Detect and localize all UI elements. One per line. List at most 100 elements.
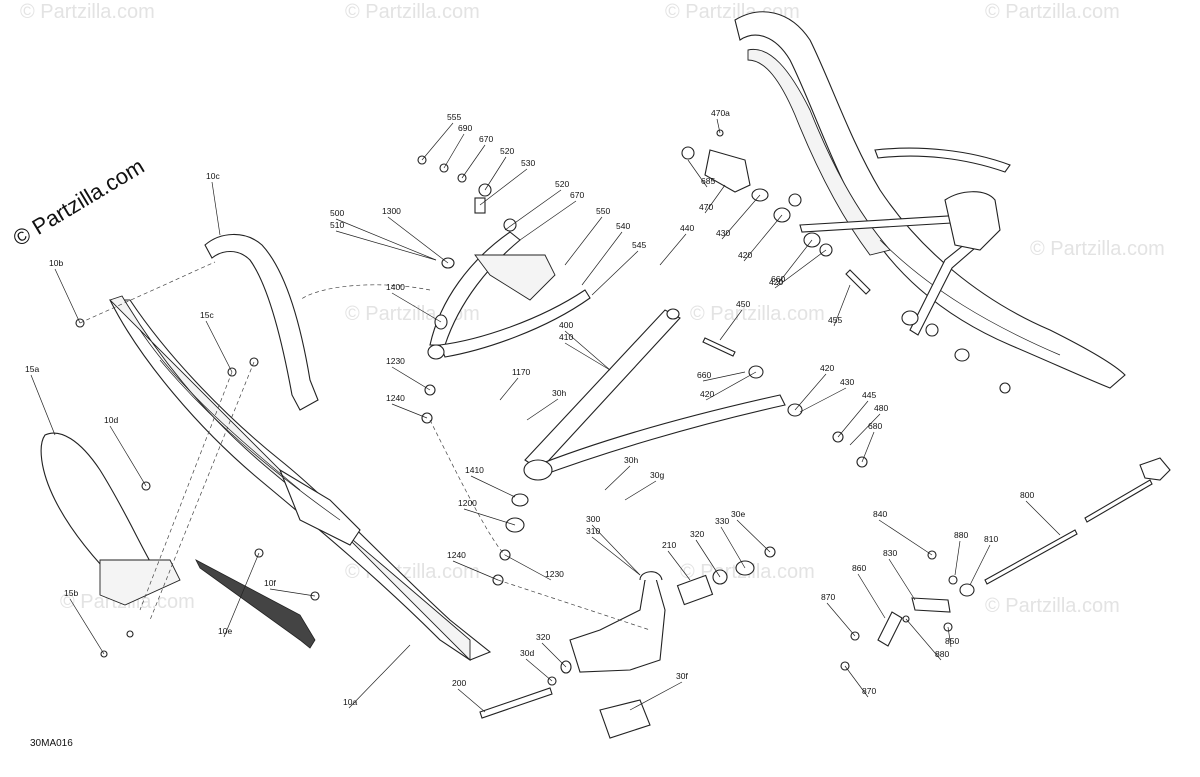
callout-label: 670 — [479, 134, 493, 144]
callout-label: 840 — [873, 509, 887, 519]
callout-label: 860 — [852, 563, 866, 573]
callout-label: 10c — [206, 171, 220, 181]
leader-line — [461, 144, 486, 179]
callout-label: 30h — [624, 455, 638, 465]
callout-label: 870 — [821, 592, 835, 602]
callout-label: 30e — [731, 509, 745, 519]
leader-line — [457, 688, 486, 713]
leader-line — [109, 425, 147, 487]
leader-line — [564, 216, 603, 266]
callout-label: 540 — [616, 221, 630, 231]
callout-label: 300 — [586, 514, 600, 524]
assembly-paths — [79, 261, 651, 631]
callout-label: 1410 — [465, 465, 484, 475]
diagram-code: 30MA016 — [30, 738, 73, 749]
leader-line — [629, 681, 683, 711]
leader-line — [849, 413, 881, 446]
callout-label: 850 — [945, 636, 959, 646]
leader-line — [736, 519, 771, 553]
leader-line — [954, 540, 961, 576]
leader-line — [391, 292, 442, 323]
callout-label: 800 — [1020, 490, 1034, 500]
leader-line — [443, 133, 465, 169]
leader-line — [581, 231, 623, 286]
leader-line — [470, 475, 516, 498]
leader-line — [504, 554, 552, 581]
leader-line — [837, 400, 869, 438]
callout-label: 1200 — [458, 498, 477, 508]
leader-line — [888, 558, 916, 601]
callout-label: 1240 — [447, 550, 466, 560]
callout-label: 10e — [218, 626, 232, 636]
callout-label: 30g — [650, 470, 664, 480]
leader-line — [844, 665, 869, 698]
callout-label: 810 — [984, 534, 998, 544]
callout-label: 320 — [536, 632, 550, 642]
leader-line — [878, 519, 933, 556]
callout-label: 15a — [25, 364, 39, 374]
callout-label: 400 — [559, 320, 573, 330]
callout-label: 660 — [697, 370, 711, 380]
callout-label: 670 — [570, 190, 584, 200]
callout-label: 10d — [104, 415, 118, 425]
callout-label: 530 — [521, 158, 535, 168]
callout-label: 550 — [596, 206, 610, 216]
callout-label: 455 — [828, 315, 842, 325]
callout-label: 520 — [500, 146, 514, 156]
spindle — [569, 571, 666, 673]
leader-line — [591, 250, 639, 296]
leader-line — [391, 403, 428, 419]
callout-label: 210 — [662, 540, 676, 550]
leader-line — [719, 309, 743, 341]
lower-a-arm — [523, 308, 786, 481]
leader-line — [1025, 500, 1061, 536]
callout-label: 690 — [458, 123, 472, 133]
leader-line — [743, 214, 783, 262]
callout-label: 450 — [736, 299, 750, 309]
leader-line — [463, 508, 516, 526]
leader-line — [687, 159, 708, 188]
leader-line — [541, 642, 567, 668]
callout-label: 200 — [452, 678, 466, 688]
leader-line — [223, 552, 260, 638]
spindle-bolt — [479, 546, 776, 719]
right-ski — [734, 11, 1126, 389]
leader-line — [721, 194, 761, 240]
leader-line — [704, 184, 726, 214]
leader-line — [716, 118, 721, 134]
leader-line — [826, 602, 856, 637]
leader-line — [702, 371, 746, 382]
leader-line — [947, 626, 952, 648]
callout-label: 1230 — [545, 569, 564, 579]
leader-line — [833, 284, 851, 327]
watermark-text: © Partzilla.com — [20, 1, 155, 23]
callout-label: 880 — [954, 530, 968, 540]
watermark-text: © Partzilla.com — [985, 1, 1120, 23]
callout-label: 10b — [49, 258, 63, 268]
callout-label: 30f — [676, 671, 688, 681]
leader-line — [269, 588, 316, 597]
callout-label: 15b — [64, 588, 78, 598]
leader-line — [794, 373, 827, 411]
callout-label: 830 — [883, 548, 897, 558]
leader-line — [705, 371, 757, 401]
callout-label: 430 — [716, 228, 730, 238]
leader-line — [391, 366, 431, 391]
leader-line — [348, 644, 411, 709]
callout-label: 480 — [874, 403, 888, 413]
leader-line — [861, 431, 875, 463]
callout-label: 520 — [555, 179, 569, 189]
callout-label: 680 — [868, 421, 882, 431]
leader-line — [387, 216, 449, 264]
steering-bracket — [681, 129, 751, 193]
leader-line — [452, 560, 499, 581]
carbide-runner — [195, 559, 316, 649]
leader-line — [526, 398, 559, 421]
callout-label: 440 — [680, 223, 694, 233]
callout-label: 500 — [330, 208, 344, 218]
leader-line — [421, 122, 454, 161]
leader-line — [905, 618, 942, 661]
tie-rod-end — [840, 550, 953, 671]
watermark-text: © Partzilla.com — [690, 303, 825, 325]
